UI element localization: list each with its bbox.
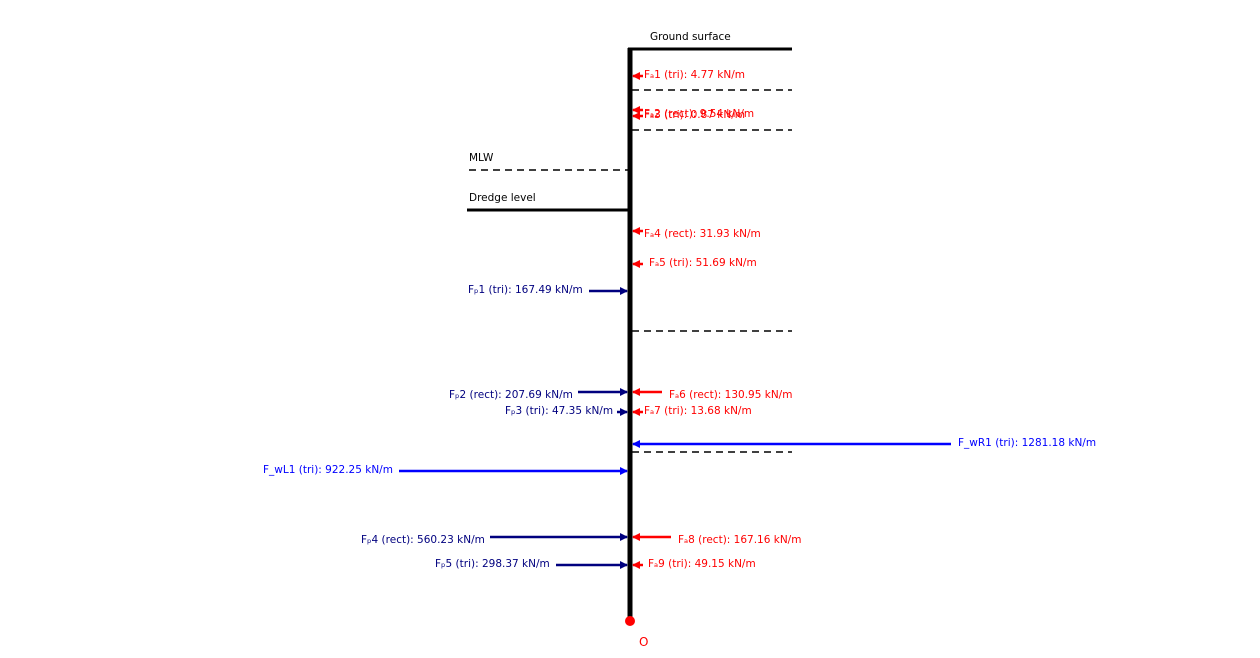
force-label-fa8: Fₐ8 (rect): 167.16 kN/m [678,534,801,546]
force-label-fp5: Fₚ5 (tri): 298.37 kN/m [435,558,550,570]
force-label-fa3: Fₐ3 (tri): 0.87 kN/m [644,109,745,121]
force-label-fwl1: F_wL1 (tri): 922.25 kN/m [263,464,393,476]
force-label-fwr1: F_wR1 (tri): 1281.18 kN/m [958,437,1096,449]
passive-forces: Fₚ1 (tri): 167.49 kN/m Fₚ2 (rect): 207.6… [361,284,628,570]
water-forces: F_wR1 (tri): 1281.18 kN/m F_wL1 (tri): 9… [263,437,1096,476]
force-label-fa4: Fₐ4 (rect): 31.93 kN/m [644,228,761,240]
ground-surface-label: Ground surface [650,31,731,43]
force-label-fa9: Fₐ9 (tri): 49.15 kN/m [648,558,756,570]
force-label-fp1: Fₚ1 (tri): 167.49 kN/m [468,284,583,296]
force-label-fp3: Fₚ3 (tri): 47.35 kN/m [505,405,613,417]
force-label-fa2: Fₐ2 (rect): 9.54 kN/m [644,108,754,120]
force-label-fa7: Fₐ7 (tri): 13.68 kN/m [644,405,752,417]
force-label-fp4: Fₚ4 (rect): 560.23 kN/m [361,534,485,546]
force-label-fa5: Fₐ5 (tri): 51.69 kN/m [649,257,757,269]
dredge-level-label: Dredge level [469,192,536,204]
origin-point [625,616,635,626]
force-label-fa6: Fₐ6 (rect): 130.95 kN/m [669,389,792,401]
active-forces: Fₐ1 (tri): 4.77 kN/m Fₐ2 (rect): 9.54 kN… [632,69,801,570]
mlw-label: MLW [469,152,494,164]
origin-label: O [639,635,648,649]
force-label-fp2: Fₚ2 (rect): 207.69 kN/m [449,389,573,401]
force-label-fa1: Fₐ1 (tri): 4.77 kN/m [644,69,745,81]
